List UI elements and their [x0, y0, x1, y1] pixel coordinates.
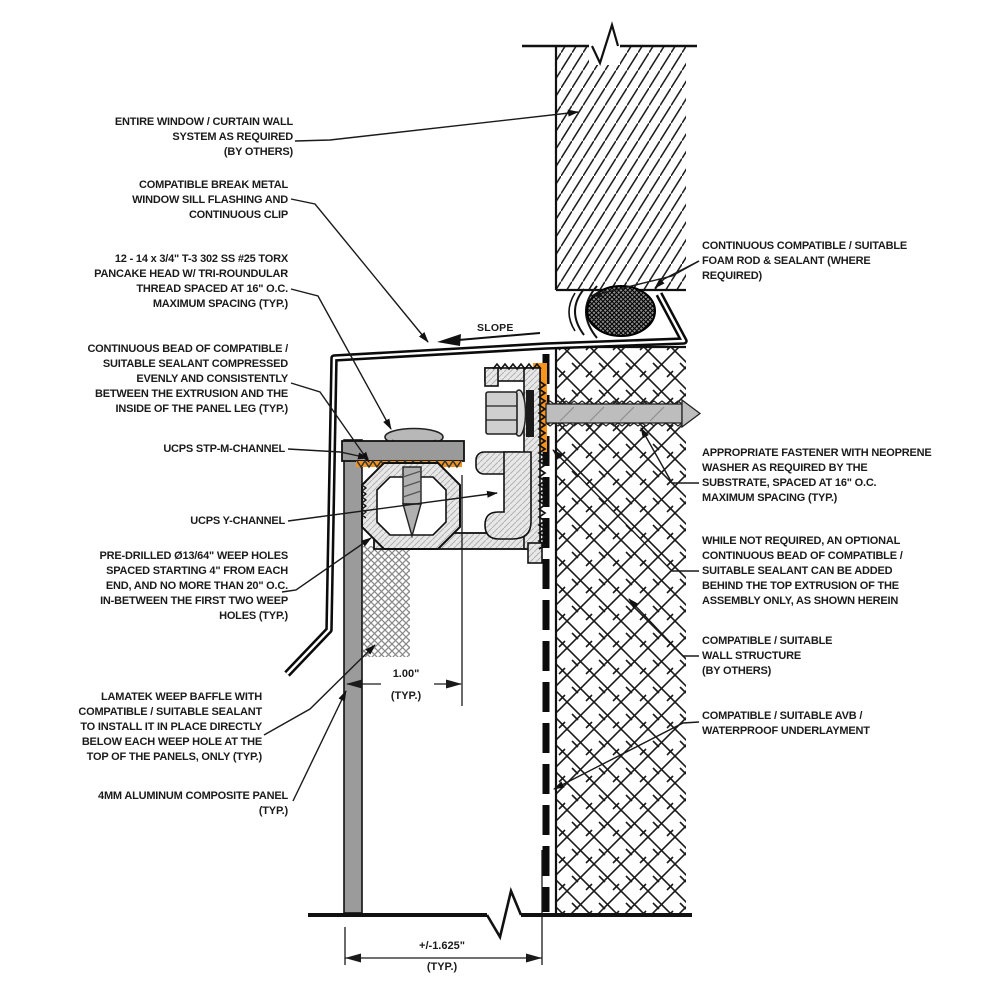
leader-lines — [263, 109, 700, 802]
leader-break-metal — [290, 198, 429, 343]
foam-rod — [586, 285, 656, 337]
leader-sealant-bead — [290, 382, 370, 463]
label-fastener: APPROPRIATE FASTENER WITH NEOPRENE WASHE… — [702, 447, 932, 504]
label-window-system: ENTIRE WINDOW / CURTAIN WALL SYSTEM AS R… — [114, 116, 293, 158]
stp-m-channel — [341, 427, 465, 469]
ground-line — [308, 886, 692, 941]
label-weep-holes: PRE-DRILLED Ø13/64" WEEP HOLES SPACED ST… — [99, 550, 289, 622]
break-symbol-bottom — [485, 886, 523, 941]
dimension-overall — [344, 850, 543, 965]
dim-offset-value: 1.00" — [392, 668, 420, 680]
y-channel — [360, 462, 541, 550]
thread-bottom — [545, 422, 683, 427]
label-weep-baffle: LAMATEK WEEP BAFFLE WITH COMPATIBLE / SU… — [78, 691, 262, 763]
break-symbol-gap — [589, 23, 620, 65]
leader-wall-structure — [628, 598, 699, 657]
leader-optional-sealant — [552, 449, 699, 572]
wall-structure-section — [546, 345, 686, 915]
dim-offset-qualifier: (TYP.) — [390, 690, 422, 702]
label-optional-sealant: WHILE NOT REQUIRED, AN OPTIONAL CONTINUO… — [702, 535, 903, 607]
fastener-shaft — [545, 403, 683, 424]
fastener-tip — [681, 398, 702, 429]
cap-serration — [492, 362, 542, 371]
label-break-metal: COMPATIBLE BREAK METAL WINDOW SILL FLASH… — [132, 179, 288, 221]
label-foam-rod: CONTINUOUS COMPATIBLE / SUITABLE FOAM RO… — [702, 240, 908, 282]
leader-avb — [553, 721, 700, 790]
leader-acm-panel — [292, 690, 347, 802]
leader-y-channel — [287, 490, 498, 522]
label-torx-screws: 12 - 14 x 3/4" T-3 302 SS #25 TORX PANCA… — [94, 253, 288, 310]
thread-top — [545, 400, 683, 405]
window-wall-section — [522, 21, 697, 292]
dim-overall-qualifier: (TYP.) — [426, 961, 458, 973]
break-symbol-top — [591, 21, 620, 67]
slope-arrow — [437, 332, 541, 346]
weep-baffle-mesh — [363, 546, 410, 657]
hex-head — [485, 391, 518, 435]
leader-window-system — [294, 109, 579, 142]
leader-weep-holes — [281, 537, 372, 593]
leader-torx-screws — [290, 288, 392, 430]
y-channel-serration — [360, 481, 368, 519]
sill-flashing — [284, 292, 688, 677]
dim-overall-value: +/-1.625" — [419, 940, 465, 952]
leader-fastener — [640, 427, 699, 484]
leader-weep-baffle — [263, 644, 376, 736]
top-extrusion — [475, 362, 702, 564]
leader-foam-rod-b — [590, 260, 700, 298]
label-stp-m-channel: UCPS STP-M-CHANNEL — [163, 443, 285, 455]
label-acm-panel: 4MM ALUMINUM COMPOSITE PANEL (TYP.) — [98, 790, 288, 817]
hex-fastener — [485, 389, 702, 437]
slope-label: SLOPE — [477, 322, 514, 334]
extrusion-j-hook — [484, 451, 532, 540]
label-wall-structure: COMPATIBLE / SUITABLE WALL STRUCTURE (BY… — [702, 635, 833, 677]
foam-rod-and-sealant — [568, 285, 656, 339]
leader-stp-channel — [287, 448, 369, 460]
label-y-channel: UCPS Y-CHANNEL — [190, 515, 285, 527]
label-sealant-bead: CONTINUOUS BEAD OF COMPATIBLE / SUITABLE… — [87, 343, 288, 415]
dimension-offset — [346, 475, 463, 706]
edge-serration — [537, 380, 547, 550]
label-avb: COMPATIBLE / SUITABLE AVB / WATERPROOF U… — [702, 710, 870, 737]
